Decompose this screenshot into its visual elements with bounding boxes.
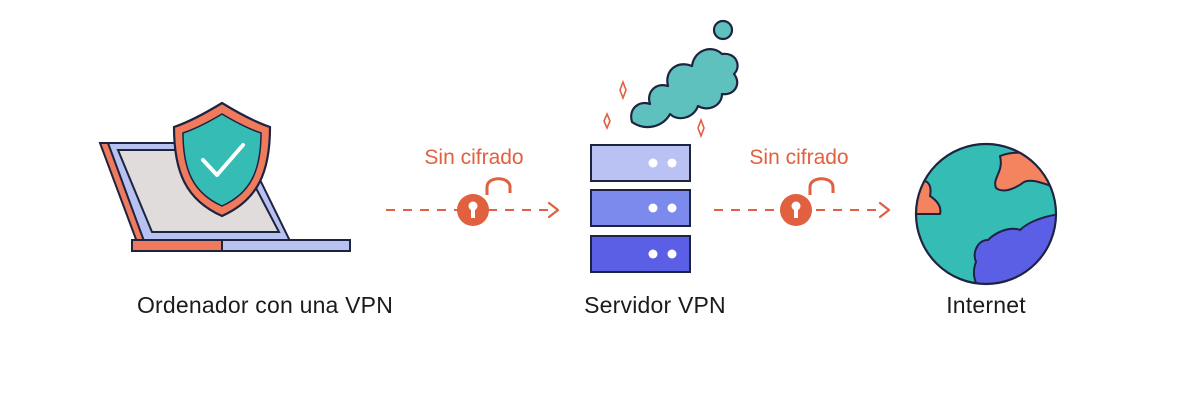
link-label-computer-server: Sin cifrado (424, 146, 524, 169)
cloud-icon (630, 19, 739, 129)
laptop-shield-icon (98, 101, 351, 252)
node-label-server: Servidor VPN (584, 292, 726, 318)
sparkle-icon (603, 79, 705, 139)
node-label-computer: Ordenador con una VPN (136, 292, 394, 318)
globe-icon (914, 142, 1058, 286)
server-icon (590, 19, 739, 273)
unlocked-padlock-icon (780, 177, 835, 226)
node-label-internet: Internet (946, 292, 1026, 318)
link-label-server-internet: Sin cifrado (749, 146, 849, 169)
link-computer-server (386, 177, 560, 226)
link-server-internet (714, 177, 891, 226)
unlocked-padlock-icon (457, 177, 512, 226)
